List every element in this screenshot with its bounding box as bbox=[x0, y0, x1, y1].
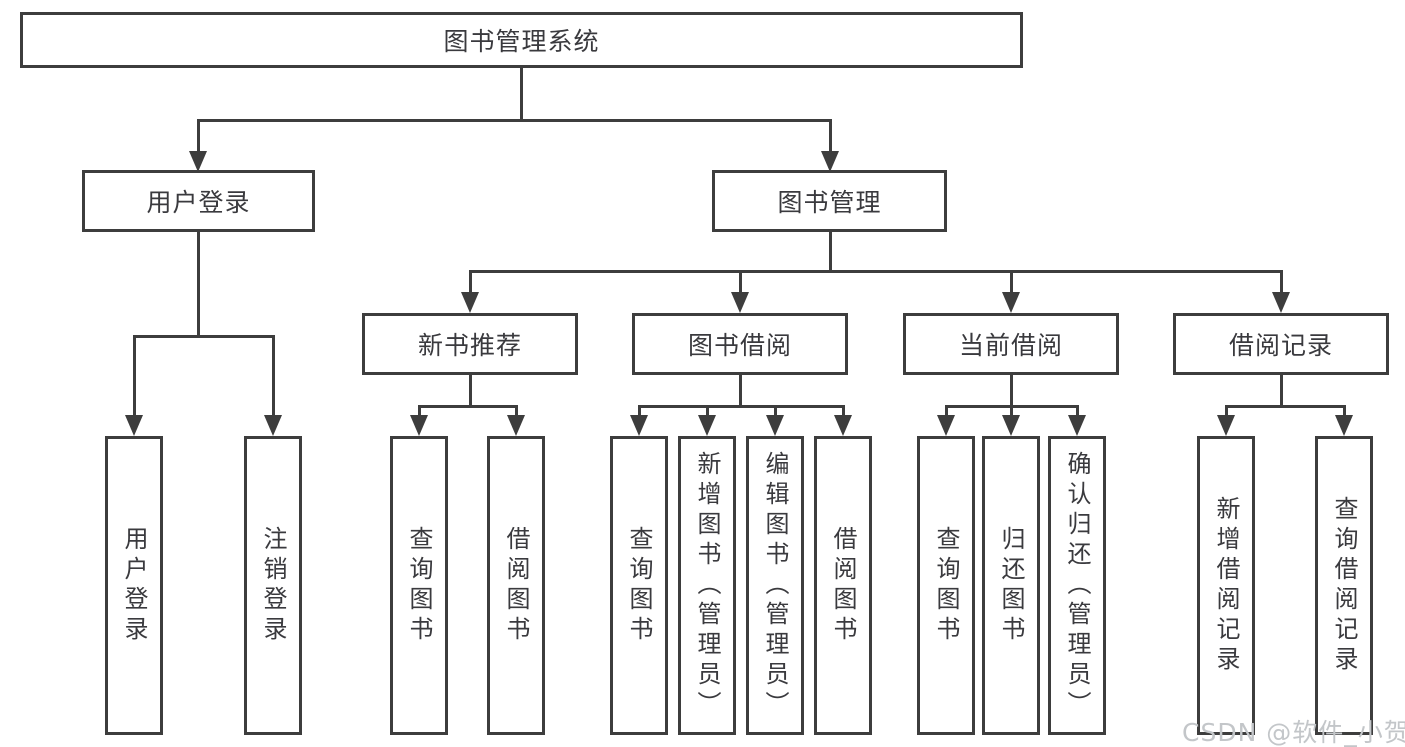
connector-to-leaf-borrow-books-1 bbox=[515, 405, 518, 417]
connector-to-book-borrow bbox=[739, 270, 742, 294]
node-user-login: 用户登录 bbox=[82, 170, 315, 232]
arrowhead-user-login bbox=[189, 151, 207, 172]
arrowhead-leaf-add-record bbox=[1217, 415, 1235, 436]
arrowhead-book-borrow bbox=[731, 292, 749, 313]
leaf-query-borrow-record-label: 查询借阅记录 bbox=[1330, 495, 1358, 676]
arrowhead-current-borrow bbox=[1002, 292, 1020, 313]
leaf-add-borrow-record-label: 新增借阅记录 bbox=[1212, 495, 1240, 676]
node-new-book-recommend: 新书推荐 bbox=[362, 313, 578, 375]
connector-current-borrow-stem bbox=[1010, 373, 1013, 408]
node-book-borrow-label: 图书借阅 bbox=[687, 331, 792, 360]
node-book-management: 图书管理 bbox=[712, 170, 947, 232]
arrowhead-leaf-borrow-books-1 bbox=[507, 415, 525, 436]
node-root: 图书管理系统 bbox=[20, 12, 1023, 68]
node-current-borrow-label: 当前借阅 bbox=[958, 331, 1063, 360]
node-borrow-records: 借阅记录 bbox=[1173, 313, 1389, 375]
leaf-add-borrow-record: 新增借阅记录 bbox=[1197, 436, 1255, 735]
leaf-logout: 注销登录 bbox=[244, 436, 302, 735]
node-book-borrow: 图书借阅 bbox=[632, 313, 848, 375]
connector-to-leaf-return-book bbox=[1010, 405, 1013, 417]
connector-book-borrow-rail bbox=[638, 405, 844, 408]
connector-new-book-recommend-rail bbox=[418, 405, 518, 408]
connector-new-book-recommend-stem bbox=[469, 373, 472, 408]
node-root-label: 图书管理系统 bbox=[443, 27, 600, 56]
connector-to-borrow-records bbox=[1280, 270, 1283, 294]
connector-to-new-book-recommend bbox=[469, 270, 472, 294]
node-borrow-records-label: 借阅记录 bbox=[1228, 331, 1333, 360]
arrowhead-leaf-query-books-2 bbox=[630, 415, 648, 436]
arrowhead-leaf-return-book bbox=[1002, 415, 1020, 436]
leaf-edit-book-admin-label: 编辑图书（管理员） bbox=[761, 450, 789, 721]
arrowhead-leaf-confirm-return bbox=[1068, 415, 1086, 436]
leaf-query-books-1-label: 查询图书 bbox=[405, 525, 433, 646]
connector-to-current-borrow bbox=[1010, 270, 1013, 294]
connector-to-leaf-query-books-2 bbox=[638, 405, 641, 417]
leaf-edit-book-admin: 编辑图书（管理员） bbox=[746, 436, 804, 735]
arrowhead-leaf-add-book bbox=[698, 415, 716, 436]
arrowhead-new-book-recommend bbox=[461, 292, 479, 313]
leaf-query-borrow-record: 查询借阅记录 bbox=[1315, 436, 1373, 735]
node-user-login-label: 用户登录 bbox=[146, 188, 251, 217]
connector-root-stem bbox=[520, 66, 523, 121]
node-current-borrow: 当前借阅 bbox=[903, 313, 1119, 375]
connector-to-leaf-user-login bbox=[133, 335, 136, 417]
connector-to-leaf-borrow-books-2 bbox=[842, 405, 845, 417]
arrowhead-leaf-logout bbox=[264, 415, 282, 436]
node-new-book-recommend-label: 新书推荐 bbox=[417, 331, 522, 360]
leaf-query-books-1: 查询图书 bbox=[390, 436, 448, 735]
leaf-add-book-admin: 新增图书（管理员） bbox=[678, 436, 736, 735]
connector-to-leaf-add-book bbox=[706, 405, 709, 417]
connector-to-leaf-query-books-1 bbox=[418, 405, 421, 417]
leaf-borrow-books-1: 借阅图书 bbox=[487, 436, 545, 735]
connector-level3-rail bbox=[469, 270, 1283, 273]
csdn-watermark: CSDN @软件_小贺同学 bbox=[1182, 718, 1405, 747]
connector-to-leaf-confirm-return bbox=[1076, 405, 1079, 417]
arrowhead-book-management bbox=[821, 151, 839, 172]
leaf-query-books-3: 查询图书 bbox=[917, 436, 975, 735]
leaf-return-book: 归还图书 bbox=[982, 436, 1040, 735]
arrowhead-leaf-edit-book bbox=[766, 415, 784, 436]
connector-borrow-records-rail bbox=[1225, 405, 1346, 408]
leaf-return-book-label: 归还图书 bbox=[997, 525, 1025, 646]
leaf-confirm-return-admin-label: 确认归还（管理员） bbox=[1063, 450, 1091, 721]
connector-to-leaf-query-record bbox=[1343, 405, 1346, 417]
arrowhead-leaf-query-books-3 bbox=[937, 415, 955, 436]
arrowhead-borrow-records bbox=[1272, 292, 1290, 313]
connector-to-leaf-logout bbox=[272, 335, 275, 417]
leaf-confirm-return-admin: 确认归还（管理员） bbox=[1048, 436, 1106, 735]
leaf-user-login: 用户登录 bbox=[105, 436, 163, 735]
arrowhead-leaf-query-record bbox=[1335, 415, 1353, 436]
leaf-user-login-label: 用户登录 bbox=[120, 525, 148, 646]
connector-to-user-login bbox=[197, 119, 200, 153]
leaf-borrow-books-1-label: 借阅图书 bbox=[502, 525, 530, 646]
node-book-management-label: 图书管理 bbox=[777, 188, 882, 217]
arrowhead-leaf-borrow-books-2 bbox=[834, 415, 852, 436]
connector-book-borrow-stem bbox=[739, 373, 742, 408]
connector-level1-rail bbox=[197, 119, 832, 122]
leaf-borrow-books-2-label: 借阅图书 bbox=[829, 525, 857, 646]
connector-user-login-stem bbox=[197, 230, 200, 337]
connector-to-book-management bbox=[829, 119, 832, 153]
leaf-borrow-books-2: 借阅图书 bbox=[814, 436, 872, 735]
connector-borrow-records-stem bbox=[1280, 373, 1283, 408]
connector-to-leaf-query-books-3 bbox=[945, 405, 948, 417]
leaf-logout-label: 注销登录 bbox=[259, 525, 287, 646]
arrowhead-leaf-user-login bbox=[125, 415, 143, 436]
leaf-query-books-2-label: 查询图书 bbox=[625, 525, 653, 646]
leaf-query-books-2: 查询图书 bbox=[610, 436, 668, 735]
connector-to-leaf-add-record bbox=[1225, 405, 1228, 417]
leaf-add-book-admin-label: 新增图书（管理员） bbox=[693, 450, 721, 721]
arrowhead-leaf-query-books-1 bbox=[410, 415, 428, 436]
leaf-query-books-3-label: 查询图书 bbox=[932, 525, 960, 646]
connector-user-login-rail bbox=[133, 335, 275, 338]
connector-book-management-stem bbox=[829, 230, 832, 272]
connector-to-leaf-edit-book bbox=[774, 405, 777, 417]
